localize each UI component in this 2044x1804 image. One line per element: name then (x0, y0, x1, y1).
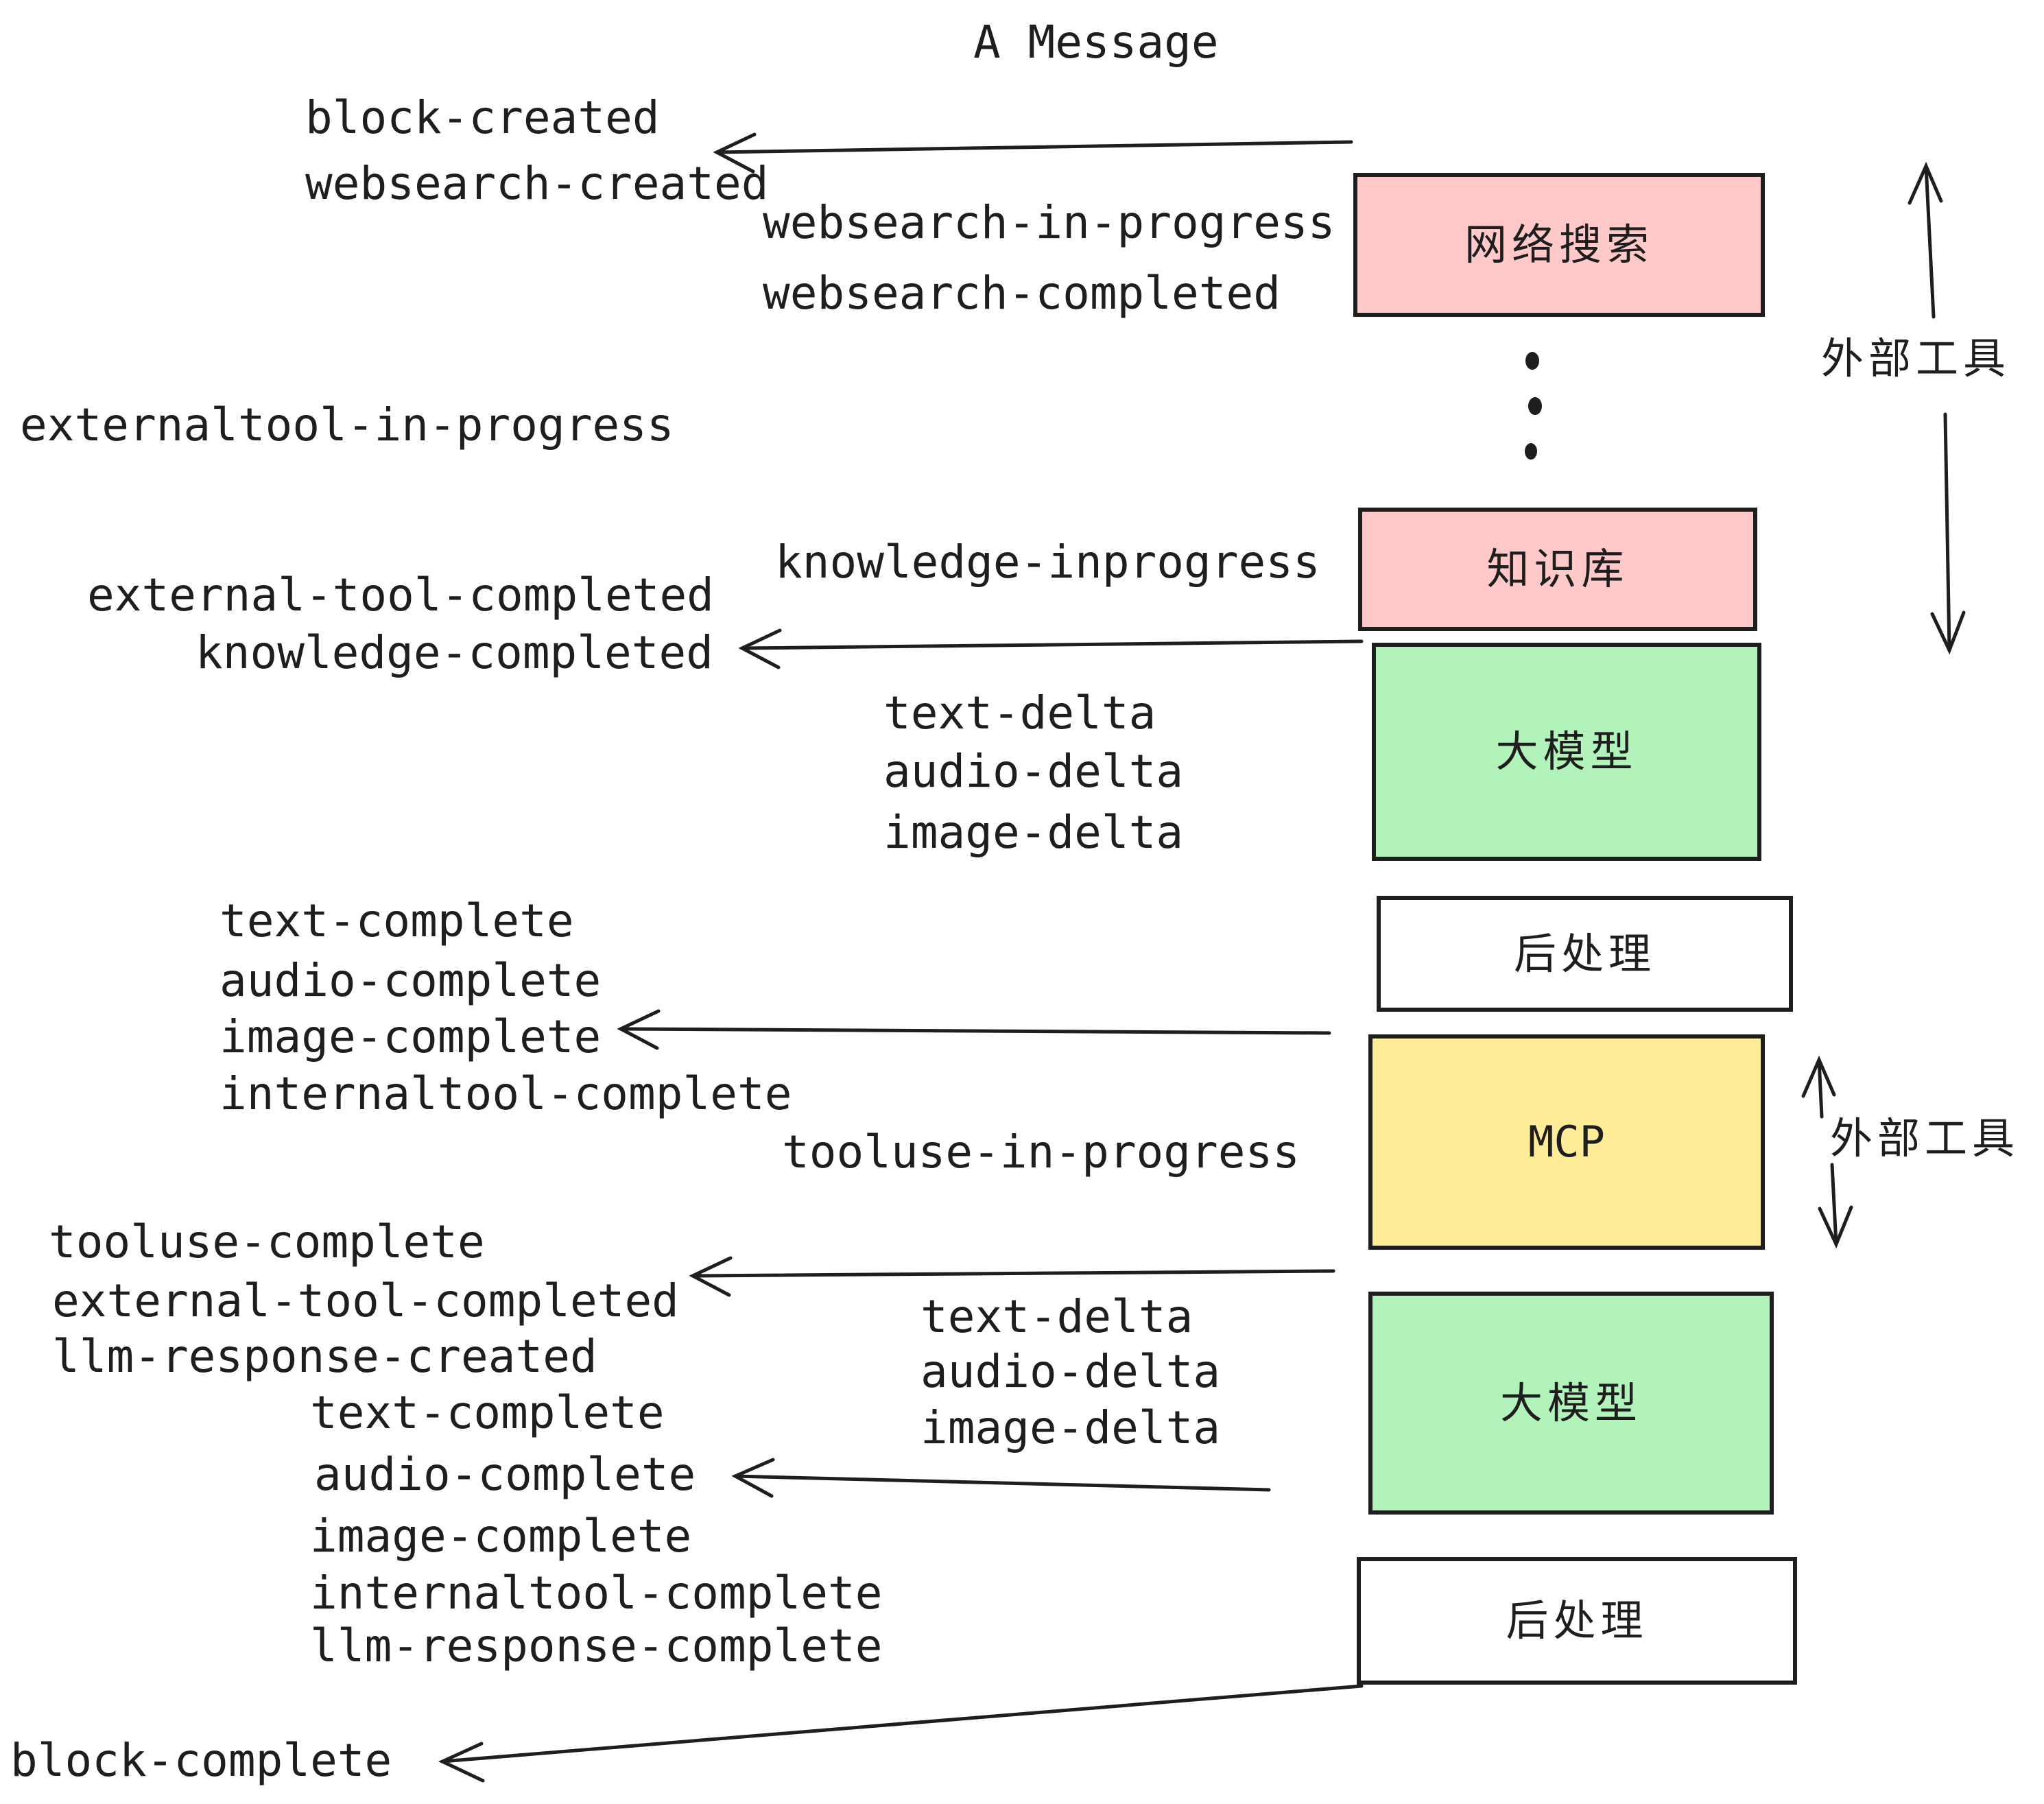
external-tools-up-arrow-1 (1908, 161, 1943, 319)
box-post-2-label: 后处理 (1506, 1595, 1648, 1646)
event-label-internaltool-complete-1: internaltool-complete (219, 1067, 792, 1120)
box-llm-2-label: 大模型 (1499, 1377, 1642, 1428)
arrow-to-audio-complete (731, 1458, 1271, 1498)
event-label-tooluse-in-progress: tooluse-in-progress (782, 1126, 1300, 1178)
external-tools-label-2: 外部工具 (1830, 1113, 2020, 1163)
event-label-image-complete-2: image-complete (310, 1510, 692, 1563)
event-label-audio-complete-2: audio-complete (314, 1448, 696, 1501)
box-post-2: 后处理 (1357, 1557, 1797, 1685)
box-post-1-label: 后处理 (1513, 928, 1656, 979)
external-tools-down-arrow-1 (1930, 412, 1966, 655)
event-label-audio-delta-2: audio-delta (920, 1345, 1221, 1398)
event-label-websearch-completed: websearch-completed (763, 267, 1281, 320)
box-mcp-label: MCP (1528, 1117, 1605, 1167)
arrow-to-block-complete (438, 1684, 1364, 1783)
box-llm-2: 大模型 (1368, 1292, 1774, 1515)
external-tools-up-arrow-2 (1801, 1055, 1836, 1119)
event-label-internaltool-complete-2: internaltool-complete (310, 1567, 883, 1619)
event-label-llm-response-complete: llm-response-complete (310, 1619, 883, 1672)
arrow-to-external-tool-completed (689, 1256, 1335, 1297)
box-llm-1-label: 大模型 (1495, 726, 1638, 776)
box-knowledge-label: 知识库 (1486, 544, 1629, 594)
box-llm-1: 大模型 (1372, 643, 1761, 861)
event-label-external-tool-completed-1: external-tool-completed (87, 569, 714, 621)
event-label-image-delta-1: image-delta (883, 806, 1184, 859)
event-label-audio-delta-1: audio-delta (883, 745, 1184, 798)
event-label-image-complete-1: image-complete (219, 1010, 602, 1063)
ellipsis-dots (1525, 352, 1542, 460)
box-websearch: 网络搜索 (1353, 173, 1765, 317)
page-title: A Message (973, 16, 1219, 69)
arrow-to-websearch-created (713, 132, 1353, 174)
event-label-text-delta-1: text-delta (883, 687, 1156, 739)
event-label-block-complete: block-complete (10, 1734, 392, 1787)
external-tools-label-1: 外部工具 (1821, 333, 2011, 383)
event-label-block-created: block-created (305, 91, 660, 144)
event-label-audio-complete-1: audio-complete (219, 954, 602, 1007)
event-label-external-tool-completed-2: external-tool-completed (52, 1274, 679, 1327)
event-label-llm-response-created: llm-response-created (52, 1330, 597, 1383)
event-label-knowledge-completed: knowledge-completed (195, 626, 713, 679)
box-websearch-label: 网络搜索 (1464, 219, 1654, 270)
external-tools-down-arrow-2 (1818, 1163, 1853, 1249)
event-label-externaltool-in-progress: externaltool-in-progress (20, 399, 674, 451)
arrow-to-knowledge-completed (738, 628, 1364, 669)
box-knowledge: 知识库 (1358, 508, 1757, 631)
event-label-text-complete-1: text-complete (219, 894, 574, 947)
arrow-to-image-complete (617, 1009, 1331, 1050)
event-label-websearch-in-progress: websearch-in-progress (763, 196, 1335, 249)
event-label-text-complete-2: text-complete (310, 1386, 665, 1439)
box-post-1: 后处理 (1377, 896, 1793, 1012)
event-label-knowledge-inprogress: knowledge-inprogress (775, 536, 1320, 589)
event-label-image-delta-2: image-delta (920, 1401, 1221, 1454)
box-mcp: MCP (1368, 1034, 1765, 1250)
event-label-websearch-created: websearch-created (305, 157, 769, 210)
event-label-tooluse-complete: tooluse-complete (49, 1215, 485, 1268)
event-label-text-delta-2: text-delta (920, 1290, 1193, 1343)
